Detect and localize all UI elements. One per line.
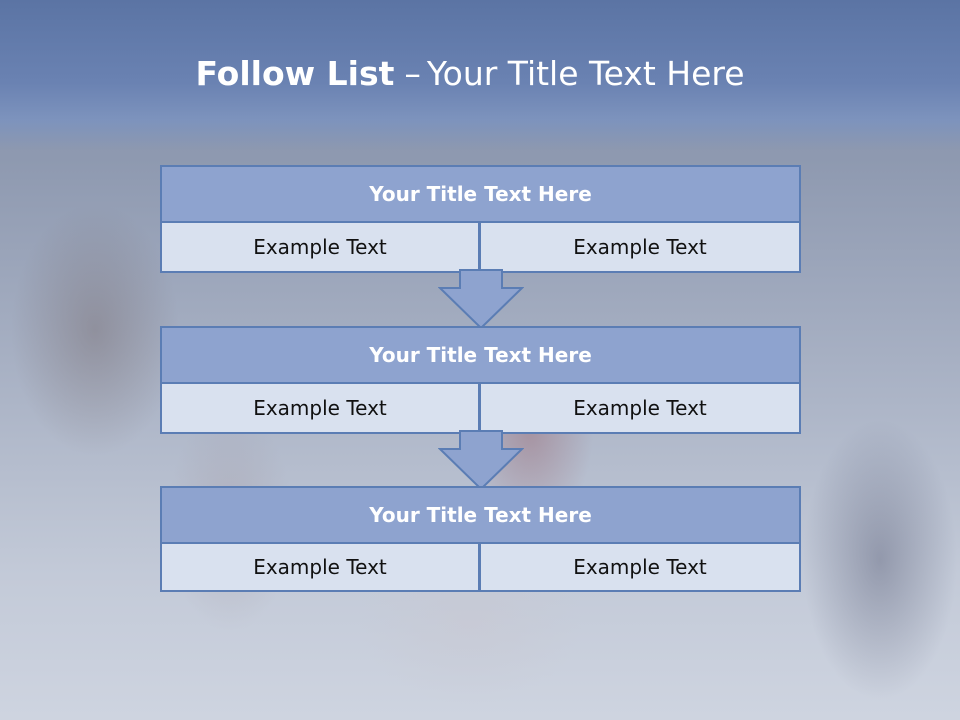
block-title: Your Title Text Here — [160, 486, 801, 544]
example-cell-left: Example Text — [160, 544, 480, 592]
example-cell-right: Example Text — [480, 384, 801, 434]
block-row: Example Text Example Text — [160, 384, 801, 434]
title-rest: Your Title Text Here — [426, 54, 745, 93]
example-cell-right: Example Text — [480, 544, 801, 592]
header-band — [0, 0, 960, 150]
title-dash: – — [404, 54, 421, 93]
list-block-1: Your Title Text Here Example Text Exampl… — [160, 165, 801, 273]
example-cell-left: Example Text — [160, 223, 480, 273]
block-title: Your Title Text Here — [160, 165, 801, 223]
example-cell-left: Example Text — [160, 384, 480, 434]
title-bold: Follow List — [195, 54, 395, 93]
list-block-3: Your Title Text Here Example Text Exampl… — [160, 486, 801, 592]
block-row: Example Text Example Text — [160, 544, 801, 592]
down-arrow-icon — [438, 430, 524, 491]
list-block-2: Your Title Text Here Example Text Exampl… — [160, 326, 801, 434]
block-row: Example Text Example Text — [160, 223, 801, 273]
example-cell-right: Example Text — [480, 223, 801, 273]
down-arrow-icon — [438, 269, 524, 330]
block-title: Your Title Text Here — [160, 326, 801, 384]
slide-title: Follow List–Your Title Text Here — [0, 54, 940, 93]
